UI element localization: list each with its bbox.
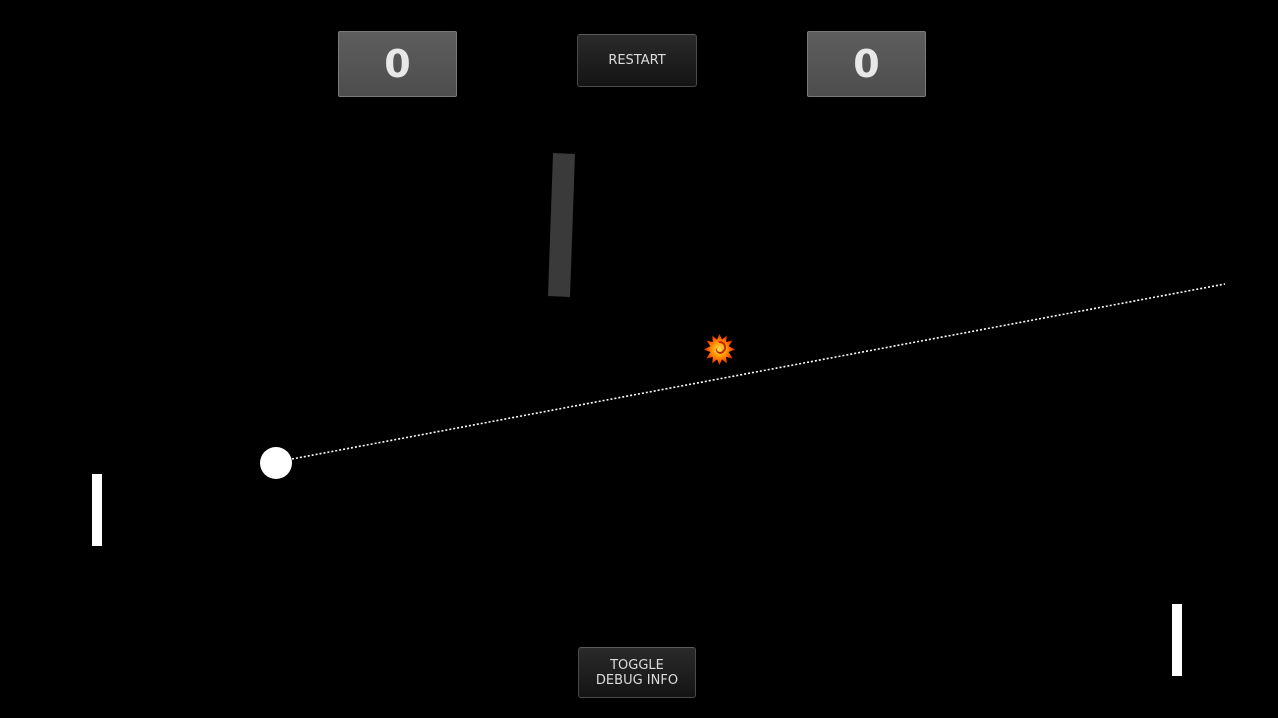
left-paddle bbox=[92, 474, 102, 546]
rotated-obstacle-block bbox=[548, 153, 575, 297]
right-paddle bbox=[1172, 604, 1182, 676]
left-score-value: 0 bbox=[384, 42, 411, 86]
ball-trajectory-line bbox=[291, 283, 1226, 460]
restart-button[interactable]: RESTART bbox=[577, 34, 697, 87]
right-score-value: 0 bbox=[853, 42, 880, 86]
restart-button-label: RESTART bbox=[608, 53, 666, 68]
fireball-icon bbox=[703, 333, 736, 366]
toggle-debug-info-button[interactable]: TOGGLE DEBUG INFO bbox=[578, 647, 696, 698]
right-player-score: 0 bbox=[807, 31, 926, 97]
toggle-debug-info-label: TOGGLE DEBUG INFO bbox=[595, 657, 679, 688]
left-player-score: 0 bbox=[338, 31, 457, 97]
ball bbox=[260, 447, 292, 479]
